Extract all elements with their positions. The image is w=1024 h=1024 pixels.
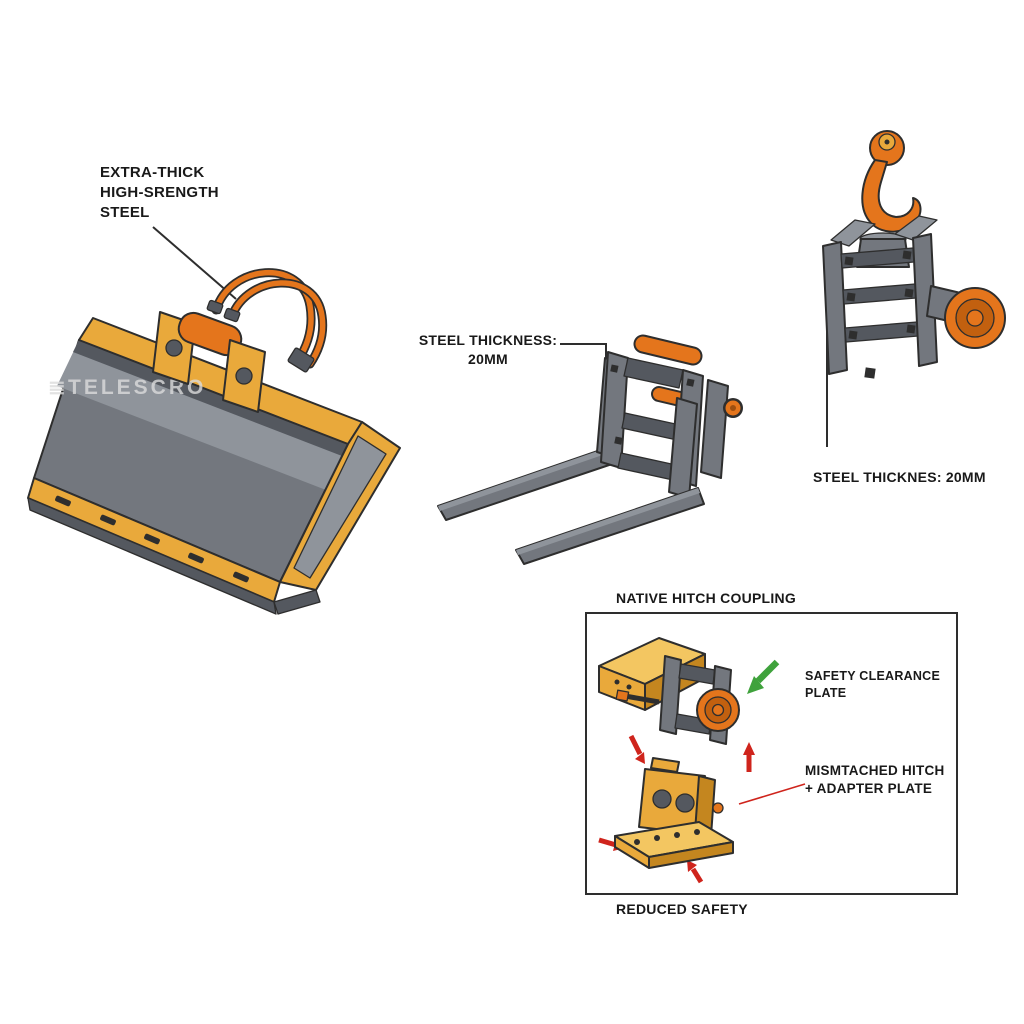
bracket-hole bbox=[165, 339, 183, 357]
adapter-bracket-illustration bbox=[614, 757, 734, 869]
safety-plate-label: SAFETY CLEARANCE PLATE bbox=[805, 669, 941, 700]
side-knob bbox=[723, 398, 743, 418]
bucket-leader-line bbox=[152, 226, 237, 300]
top-pin bbox=[635, 336, 701, 364]
hydraulic-hoses bbox=[206, 268, 328, 373]
bucket-pin-bracket bbox=[152, 311, 266, 413]
base-hole bbox=[674, 832, 680, 838]
fork-tine-rear bbox=[437, 357, 626, 521]
hook-icon bbox=[861, 159, 922, 233]
mismatched-leader-line bbox=[738, 783, 806, 805]
hose-fitting bbox=[206, 299, 224, 315]
bracket-hole bbox=[235, 367, 253, 385]
base-plate-edge-front bbox=[648, 841, 734, 869]
bucket-illustration: ≣ TELESCRO bbox=[27, 268, 401, 615]
tine-blade-top bbox=[438, 444, 620, 511]
beam-hole bbox=[614, 679, 620, 685]
side-cylinder bbox=[926, 285, 1006, 349]
base-hole bbox=[694, 829, 700, 835]
frame-nut bbox=[848, 330, 858, 340]
pin-tip bbox=[615, 689, 630, 702]
coupler-cylinder-core bbox=[711, 703, 725, 717]
bucket-cutting-edge bbox=[27, 497, 277, 615]
inset-title-label: NATIVE HITCH COUPLING bbox=[616, 590, 796, 606]
hose-fitting bbox=[223, 307, 241, 323]
native-coupler-illustration bbox=[598, 637, 740, 745]
bracket-hole bbox=[675, 793, 695, 813]
pin-rod bbox=[624, 693, 660, 705]
frame-plate-back bbox=[659, 655, 682, 735]
bucket-body: ≣ TELESCRO bbox=[27, 317, 401, 615]
base-hole bbox=[654, 835, 660, 841]
fork-frame bbox=[600, 334, 729, 487]
frame-plate-right bbox=[912, 233, 938, 367]
knob-core bbox=[730, 405, 736, 411]
hose-fitting bbox=[287, 347, 315, 373]
frame-plate-outer bbox=[700, 379, 729, 479]
bracket-pin bbox=[712, 802, 724, 814]
green-arrow-icon bbox=[747, 659, 780, 694]
forks-thickness-label: STEEL THICKNESS: 20MM bbox=[418, 332, 558, 367]
frame-crossbar-top bbox=[623, 357, 684, 389]
hose bbox=[229, 280, 326, 367]
frame-nut bbox=[610, 364, 619, 373]
hook-assembly bbox=[856, 130, 922, 268]
frame-ear-right bbox=[894, 215, 938, 241]
beam-hole bbox=[626, 684, 632, 690]
fork-tine-front bbox=[515, 397, 705, 565]
forks-illustration bbox=[437, 334, 743, 565]
comparison-inset-box: SAFETY CLEARANCE PLATE MISMTACHED HITCH … bbox=[585, 612, 958, 895]
clamp-frame bbox=[822, 215, 938, 379]
mismatched-hitch-label: MISMTACHED HITCH + ADAPTER PLATE bbox=[805, 763, 945, 797]
bucket-interior-highlight bbox=[57, 340, 348, 490]
frame-crossbar-mid bbox=[621, 412, 681, 441]
frame-nut bbox=[904, 288, 914, 298]
frame-nut bbox=[906, 324, 916, 334]
frame-nut bbox=[846, 292, 856, 302]
bucket-callout-label: EXTRA-THICK HIGH-SRENGTH STEEL bbox=[100, 164, 219, 222]
bucket-skid bbox=[273, 589, 321, 615]
frame-nut bbox=[902, 250, 912, 260]
watermark-text: TELESCRO bbox=[68, 376, 206, 399]
frame-nut bbox=[864, 367, 876, 379]
hook-illustration bbox=[822, 130, 1006, 379]
inset-illustrations bbox=[598, 637, 806, 884]
forks-leader-line bbox=[560, 343, 607, 362]
red-arrow-icon bbox=[687, 860, 704, 884]
bucket-rim-shadow bbox=[73, 340, 348, 456]
shackle-pin-hole bbox=[884, 139, 890, 145]
red-arrow-icon bbox=[743, 742, 755, 772]
tine-blade-top bbox=[516, 488, 700, 555]
frame-nut bbox=[614, 436, 623, 445]
red-arrow-icon bbox=[628, 734, 645, 764]
frame-plate-left bbox=[822, 241, 848, 375]
base-hole bbox=[634, 839, 640, 845]
bracket-hole bbox=[652, 789, 672, 809]
bucket-lip-slots bbox=[55, 495, 249, 583]
frame-nut bbox=[844, 256, 854, 266]
brand-glyph: ≣ bbox=[48, 376, 69, 399]
frame-nut bbox=[686, 378, 695, 387]
reduced-safety-label: REDUCED SAFETY bbox=[616, 901, 748, 917]
frame-ear-left bbox=[830, 219, 876, 247]
cylinder-core bbox=[966, 309, 984, 327]
hook-thickness-label: STEEL THICKNES: 20MM bbox=[813, 469, 986, 485]
frame-crossbar-bottom bbox=[617, 452, 677, 481]
bucket-side-panel bbox=[293, 435, 387, 579]
